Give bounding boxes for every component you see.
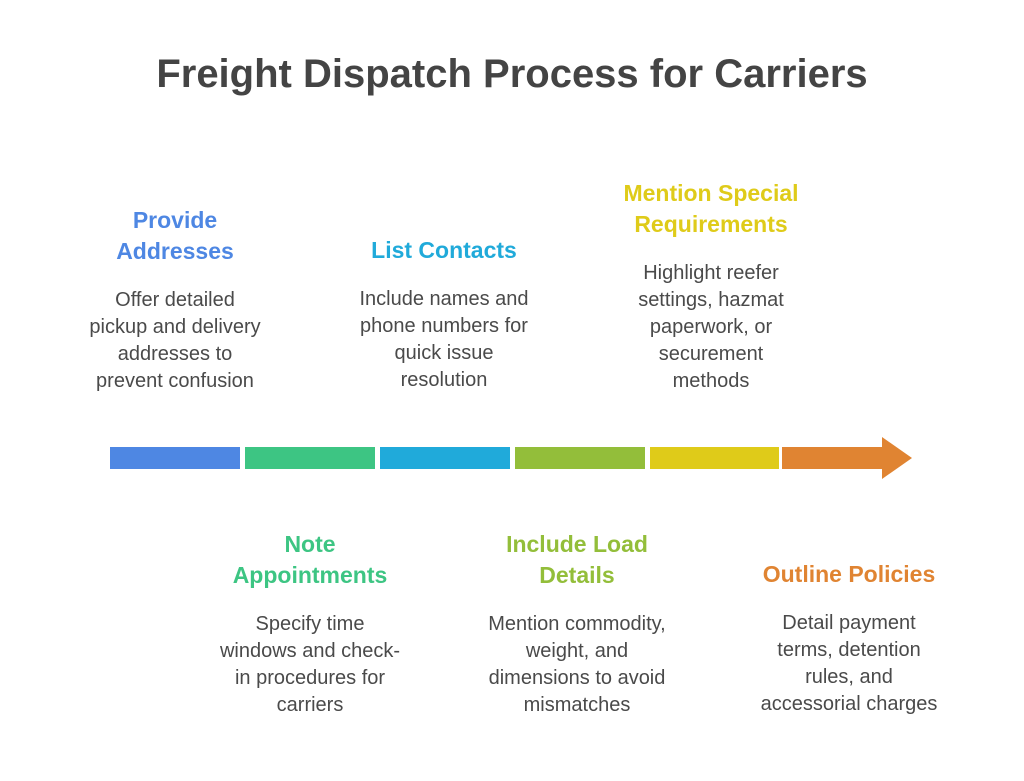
step-title-line: Note	[284, 531, 336, 557]
step-description: Mention commodity, weight, and dimension…	[457, 611, 697, 719]
step-title: Mention Special Requirements	[591, 178, 831, 240]
step-description: Specify time windows and check- in proce…	[190, 611, 430, 719]
step-title-line: Include Load	[506, 531, 648, 557]
step-title: Provide Addresses	[55, 205, 295, 267]
step-description: Include names and phone numbers for quic…	[324, 286, 564, 394]
desc-line: dimensions to avoid	[488, 667, 666, 689]
timeline-segment-5	[650, 447, 779, 469]
desc-line: carriers	[276, 694, 344, 716]
step-mention-special-requirements: Mention Special Requirements Highlight r…	[591, 178, 831, 395]
desc-line: rules, and	[805, 666, 893, 688]
desc-line: paperwork, or	[649, 316, 773, 338]
desc-line: pickup and delivery	[89, 316, 261, 338]
desc-line: accessorial charges	[760, 693, 938, 715]
step-title-line: Outline Policies	[762, 561, 936, 587]
desc-line: resolution	[400, 369, 488, 391]
step-title: List Contacts	[324, 235, 564, 266]
timeline-segment-1	[110, 447, 240, 469]
timeline-segment-3	[380, 447, 510, 469]
step-description: Highlight reefer settings, hazmat paperw…	[591, 260, 831, 395]
step-title-line: Details	[539, 562, 615, 588]
step-list-contacts: List Contacts Include names and phone nu…	[324, 235, 564, 394]
timeline-segment-4	[515, 447, 645, 469]
desc-line: windows and check-	[219, 640, 401, 662]
desc-line: mismatches	[523, 694, 631, 716]
timeline-arrow-segment-6	[782, 437, 912, 479]
desc-line: Mention commodity,	[488, 613, 666, 635]
step-title: Outline Policies	[729, 559, 969, 590]
step-title-line: Mention Special	[623, 180, 799, 206]
step-title-line: Addresses	[116, 238, 234, 264]
step-outline-policies: Outline Policies Detail payment terms, d…	[729, 559, 969, 718]
step-title: Note Appointments	[190, 529, 430, 591]
step-title-line: Appointments	[232, 562, 388, 588]
step-title-line: List Contacts	[371, 237, 517, 263]
arrow-head-icon	[782, 437, 912, 479]
desc-line: Include names and	[359, 288, 529, 310]
desc-line: weight, and	[525, 640, 629, 662]
desc-line: in procedures for	[234, 667, 386, 689]
desc-line: Offer detailed	[115, 289, 235, 311]
step-provide-addresses: Provide Addresses Offer detailed pickup …	[55, 205, 295, 395]
desc-line: phone numbers for	[360, 315, 528, 337]
step-note-appointments: Note Appointments Specify time windows a…	[190, 529, 430, 719]
step-description: Detail payment terms, detention rules, a…	[729, 610, 969, 718]
desc-line: methods	[672, 370, 750, 392]
desc-line: quick issue	[394, 342, 494, 364]
desc-line: Specify time	[255, 613, 365, 635]
desc-line: settings, hazmat	[638, 289, 784, 311]
step-title: Include Load Details	[457, 529, 697, 591]
step-include-load-details: Include Load Details Mention commodity, …	[457, 529, 697, 719]
desc-line: Highlight reefer	[643, 262, 779, 284]
diagram-title: Freight Dispatch Process for Carriers	[156, 52, 868, 96]
desc-line: addresses to	[117, 343, 233, 365]
desc-line: Detail payment	[782, 612, 916, 634]
step-description: Offer detailed pickup and delivery addre…	[55, 287, 295, 395]
timeline-segment-2	[245, 447, 375, 469]
desc-line: prevent confusion	[96, 370, 254, 392]
step-title-line: Requirements	[634, 211, 788, 237]
desc-line: securement	[658, 343, 764, 365]
step-title-line: Provide	[132, 207, 218, 233]
desc-line: terms, detention	[777, 639, 921, 661]
